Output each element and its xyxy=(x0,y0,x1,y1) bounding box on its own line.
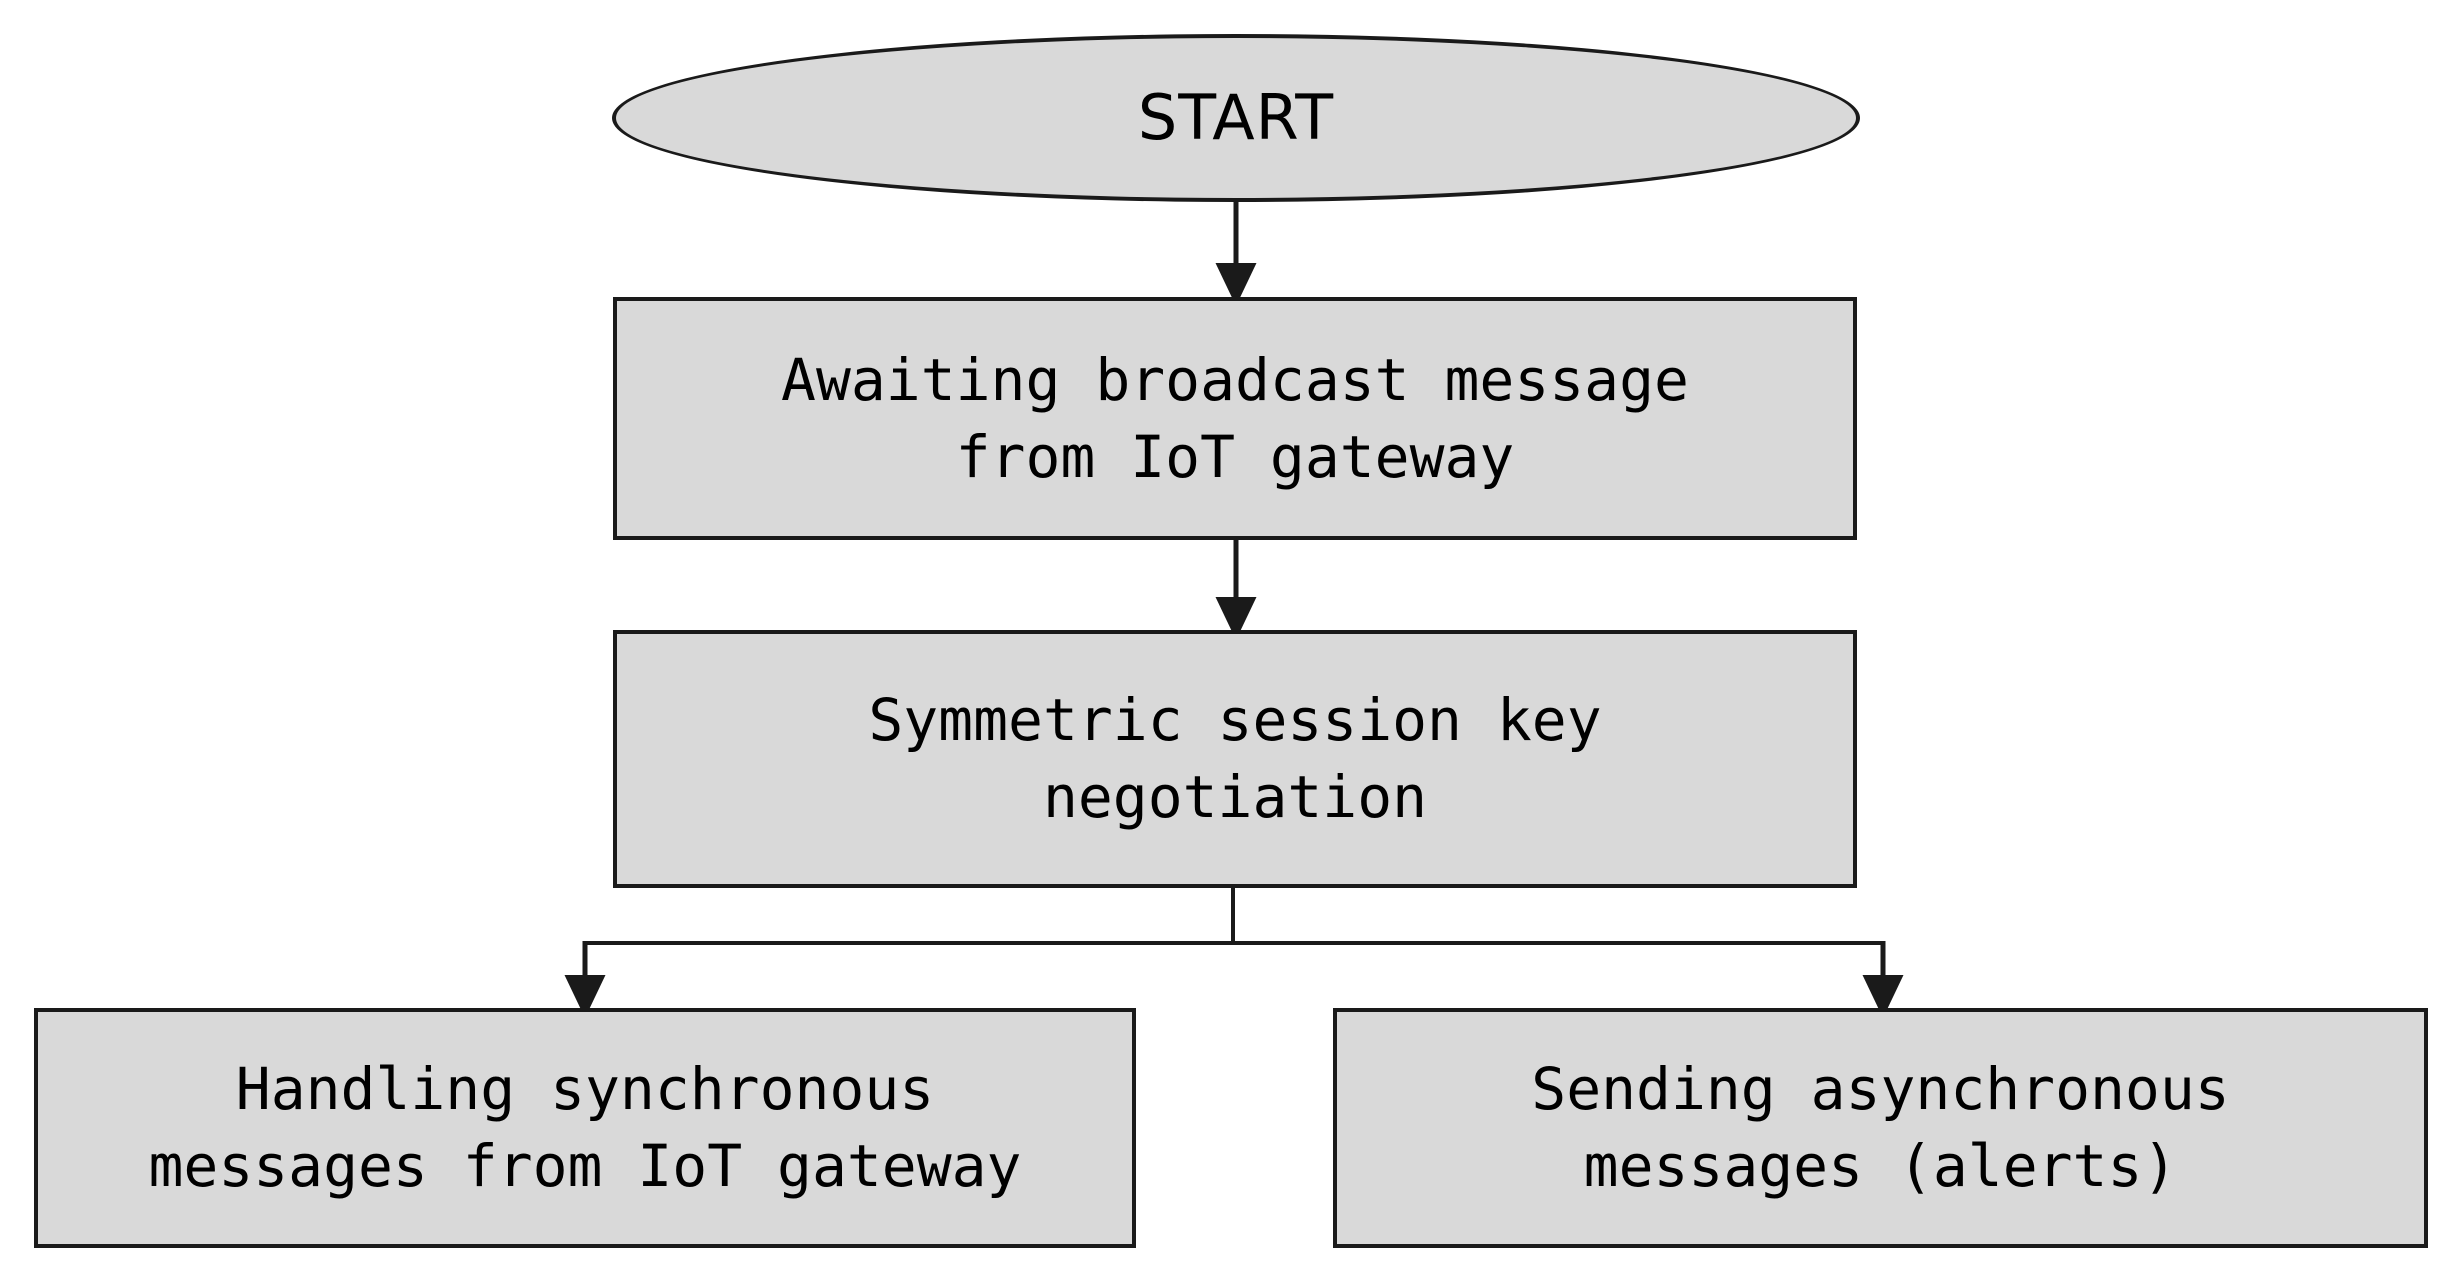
ellipse-shape xyxy=(612,34,1860,202)
node-symmetric-session-key-negotiation[interactable]: Symmetric session key negotiation xyxy=(613,630,1857,888)
node-async-line-1: Sending asynchronous xyxy=(1531,1055,2230,1124)
node-handling-synchronous-messages[interactable]: Handling synchronous messages from IoT ga… xyxy=(34,1008,1136,1248)
node-sync-label: Handling synchronous messages from IoT ga… xyxy=(149,1051,1022,1204)
node-sending-asynchronous-messages[interactable]: Sending asynchronous messages (alerts) xyxy=(1333,1008,2428,1248)
node-keyneg-label: Symmetric session key negotiation xyxy=(868,682,1601,835)
node-async-label: Sending asynchronous messages (alerts) xyxy=(1531,1051,2229,1204)
node-start-label: START xyxy=(1137,81,1335,155)
node-keyneg-line-2: negotiation xyxy=(1042,763,1428,831)
node-awaiting-broadcast-message[interactable]: Awaiting broadcast message from IoT gatew… xyxy=(613,297,1857,540)
node-async-line-2: messages (alerts) xyxy=(1583,1132,2178,1200)
node-awaiting-line-1: Awaiting broadcast message xyxy=(781,345,1689,414)
node-awaiting-label: Awaiting broadcast message from IoT gatew… xyxy=(781,342,1689,495)
node-keyneg-line-1: Symmetric session key xyxy=(868,686,1602,755)
node-sync-line-2: messages from IoT gateway xyxy=(148,1132,1022,1200)
node-awaiting-line-2: from IoT gateway xyxy=(955,422,1515,491)
node-sync-line-1: Handling synchronous xyxy=(235,1055,935,1124)
edge-branch-bus xyxy=(585,888,1883,945)
node-start[interactable]: START xyxy=(612,34,1860,202)
